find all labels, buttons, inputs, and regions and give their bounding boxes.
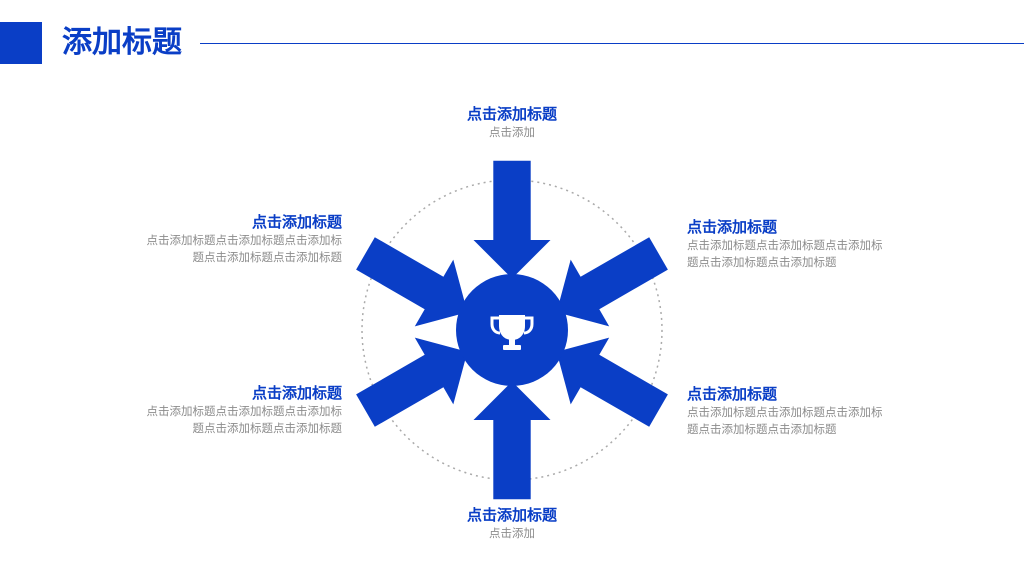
item-left-upper-heading[interactable]: 点击添加标题 bbox=[251, 213, 342, 231]
item-bottom-heading[interactable]: 点击添加标题 bbox=[466, 506, 557, 524]
item-left-lower-heading[interactable]: 点击添加标题 bbox=[251, 384, 342, 402]
item-right-lower: 点击添加标题 点击添加标题点击添加标题点击添加标 题点击添加标题点击添加标题 bbox=[687, 384, 937, 438]
item-right-upper-body-line1[interactable]: 点击添加标题点击添加标题点击添加标 bbox=[687, 238, 883, 252]
item-bottom-body[interactable]: 点击添加 bbox=[489, 526, 535, 540]
arrow-upper-right bbox=[556, 237, 668, 327]
item-right-upper: 点击添加标题 点击添加标题点击添加标题点击添加标 题点击添加标题点击添加标题 bbox=[687, 217, 937, 271]
item-right-lower-body-line2[interactable]: 题点击添加标题点击添加标题 bbox=[687, 422, 837, 436]
item-left-lower: 点击添加标题 点击添加标题点击添加标题点击添加标 题点击添加标题点击添加标题 bbox=[92, 383, 343, 437]
title-divider bbox=[200, 43, 1024, 44]
item-top-body[interactable]: 点击添加 bbox=[489, 125, 535, 139]
arrow-lower-left bbox=[356, 337, 468, 427]
item-left-upper: 点击添加标题 点击添加标题点击添加标题点击添加标 题点击添加标题点击添加标题 bbox=[92, 212, 343, 266]
arrow-bottom bbox=[473, 381, 551, 500]
item-top: 点击添加标题 点击添加 bbox=[412, 104, 612, 141]
item-right-lower-body-line1[interactable]: 点击添加标题点击添加标题点击添加标 bbox=[687, 405, 883, 419]
title-accent-block bbox=[0, 22, 42, 64]
item-left-lower-body-line2[interactable]: 题点击添加标题点击添加标题 bbox=[192, 421, 343, 435]
item-top-heading[interactable]: 点击添加标题 bbox=[466, 105, 557, 123]
item-bottom: 点击添加标题 点击添加 bbox=[412, 505, 612, 542]
arrow-upper-left bbox=[356, 237, 468, 327]
arrow-top bbox=[473, 160, 551, 279]
item-right-lower-heading[interactable]: 点击添加标题 bbox=[687, 385, 778, 403]
item-right-upper-body-line2[interactable]: 题点击添加标题点击添加标题 bbox=[687, 255, 837, 269]
item-left-lower-body-line1[interactable]: 点击添加标题点击添加标题点击添加标 bbox=[146, 404, 343, 418]
item-left-upper-body-line1[interactable]: 点击添加标题点击添加标题点击添加标 bbox=[146, 233, 343, 247]
trophy-icon bbox=[490, 315, 534, 350]
slide-title: 添加标题 bbox=[62, 25, 182, 60]
arrow-lower-right bbox=[556, 337, 668, 427]
item-left-upper-body-line2[interactable]: 题点击添加标题点击添加标题 bbox=[192, 250, 343, 264]
item-right-upper-heading[interactable]: 点击添加标题 bbox=[687, 218, 778, 236]
